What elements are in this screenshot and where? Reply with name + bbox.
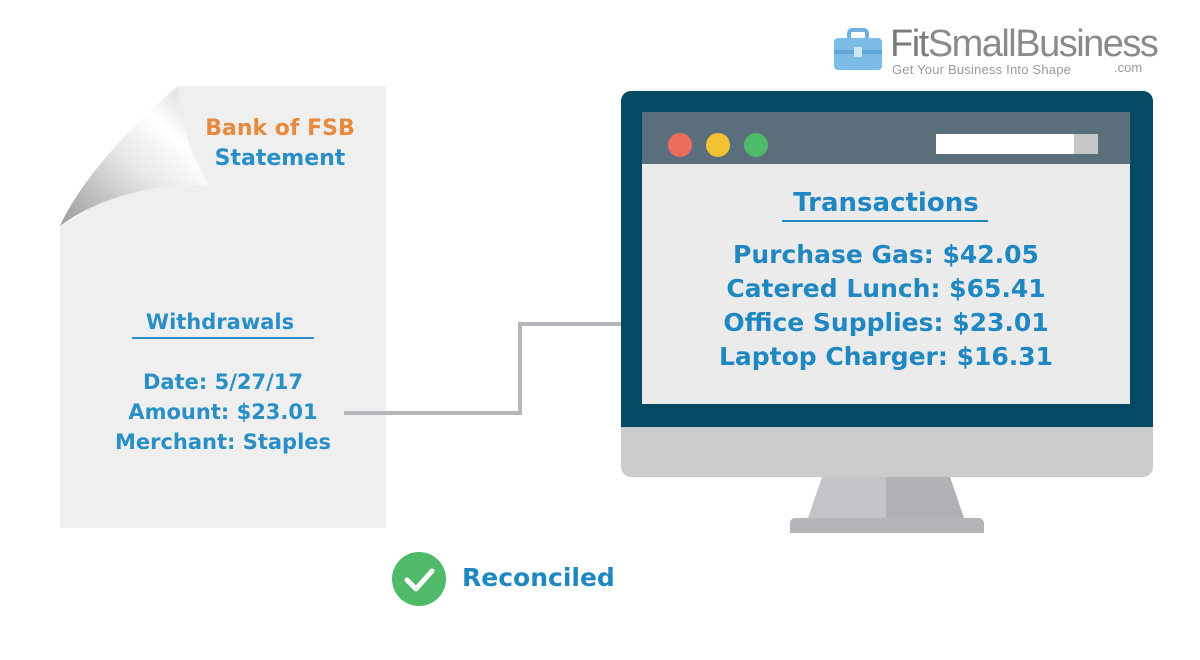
transaction-item: Laptop Charger: $16.31 [718, 342, 1054, 371]
reconciled-status-label: Reconciled [462, 563, 615, 592]
transaction-item: Purchase Gas: $42.05 [733, 240, 1039, 269]
logo-wordmark: FitSmallBusiness [890, 23, 1159, 65]
statement-label: Statement [214, 146, 346, 171]
bank-name: Bank of FSB [205, 116, 355, 141]
transaction-item: Catered Lunch: $65.41 [726, 274, 1046, 303]
withdrawal-amount: Amount: $23.01 [128, 400, 318, 424]
window-minimize-icon[interactable] [706, 133, 730, 157]
withdrawals-heading: Withdrawals [145, 310, 295, 334]
transactions-heading: Transactions [793, 188, 979, 218]
logo-wordmark-fit: Fit [890, 23, 929, 65]
withdrawal-merchant: Merchant: Staples [114, 430, 332, 454]
logo-tagline: Get Your Business Into Shape [892, 62, 1072, 77]
address-bar-button[interactable] [1074, 134, 1098, 154]
window-close-icon[interactable] [668, 133, 692, 157]
transactions-underline [782, 220, 988, 222]
logo-suffix: .com [1114, 60, 1143, 75]
briefcase-icon [832, 28, 884, 72]
address-bar[interactable] [936, 134, 1074, 154]
checkmark-icon [392, 552, 446, 606]
withdrawal-date: Date: 5/27/17 [143, 370, 303, 394]
fitsmallbusiness-logo[interactable]: FitSmallBusiness Get Your Business Into … [832, 24, 1162, 84]
statement-page-shape [60, 86, 386, 528]
transaction-item: Office Supplies: $23.01 [723, 308, 1049, 337]
withdrawals-underline [132, 337, 314, 339]
logo-wordmark-rest: SmallBusiness [927, 23, 1159, 65]
window-maximize-icon[interactable] [744, 133, 768, 157]
monitor-chin [621, 427, 1153, 477]
bank-statement-document: Bank of FSB Statement Withdrawals Date: … [60, 86, 386, 528]
monitor-stand-base [790, 518, 984, 533]
